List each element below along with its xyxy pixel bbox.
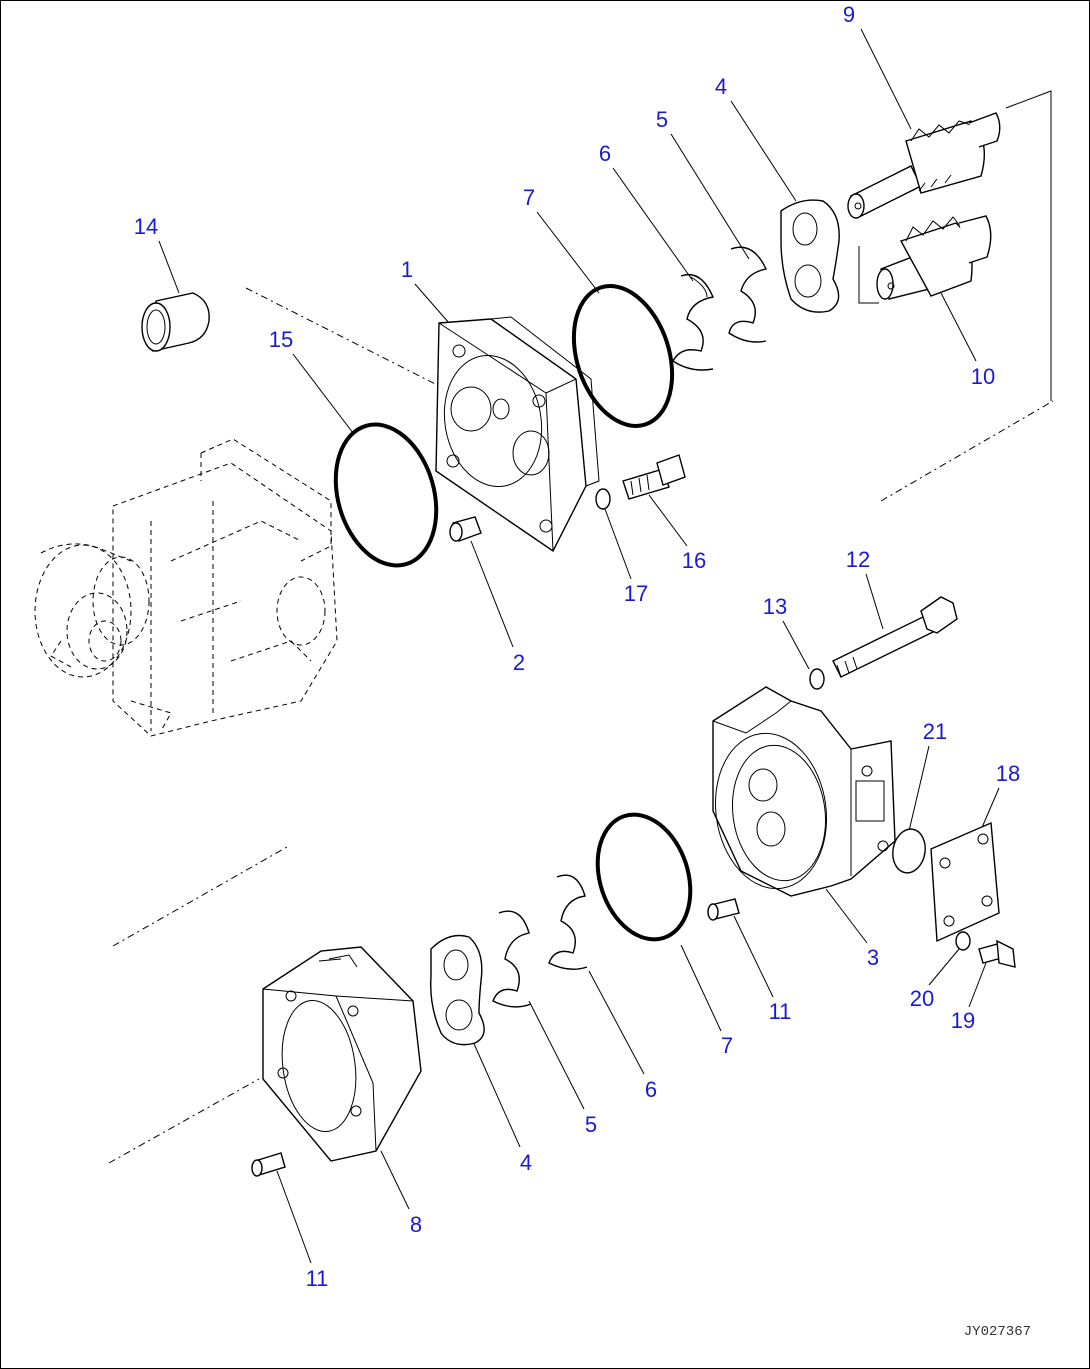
- callout-c14: 14: [133, 214, 159, 239]
- bushing-part-14: [141, 292, 210, 352]
- callout-c3: 3: [866, 945, 880, 970]
- o-ring-part-15: [333, 422, 439, 568]
- callout-c5b: 5: [584, 1112, 598, 1137]
- pump-assembly-outline: [34, 438, 338, 737]
- callout-c6a: 6: [598, 141, 612, 166]
- o-ring-part-7-top: [571, 284, 675, 428]
- callout-c9: 9: [842, 2, 856, 27]
- callout-c18: 18: [995, 761, 1021, 786]
- dowel-pin-part-11-left: [251, 1152, 286, 1177]
- seal-part-5-top: [728, 246, 768, 343]
- callout-c2: 2: [512, 650, 526, 675]
- callout-c17: 17: [623, 581, 649, 606]
- axis-lines: [108, 90, 1054, 1164]
- callout-c1: 1: [400, 257, 414, 282]
- callout-c13: 13: [762, 594, 788, 619]
- bolt-part-16: [622, 454, 686, 500]
- bolt-part-19: [978, 939, 1016, 968]
- drive-gear-part-9: [847, 112, 1001, 219]
- callout-c4a: 4: [714, 74, 728, 99]
- driven-gear-part-10: [876, 215, 992, 300]
- callout-c6b: 6: [644, 1077, 658, 1102]
- gasket-part-21: [892, 828, 926, 874]
- figure-code: JY027367: [963, 1324, 1031, 1340]
- cover-plate-part-18: [930, 821, 1000, 943]
- callout-c12: 12: [845, 547, 871, 572]
- washer-part-13: [809, 668, 825, 690]
- through-bolt-part-12: [832, 596, 958, 678]
- gear-housing-part-8: [262, 946, 422, 1162]
- callout-c20: 20: [909, 986, 935, 1011]
- callout-c19: 19: [950, 1008, 976, 1033]
- seal-part-5-bottom: [492, 910, 532, 1008]
- o-ring-part-7-bottom: [595, 812, 693, 942]
- callout-c15: 15: [268, 327, 294, 352]
- dowel-pin-part-11-right: [707, 898, 740, 921]
- callout-c8: 8: [409, 1212, 423, 1237]
- callout-c21: 21: [922, 719, 948, 744]
- side-plate-part-4-top: [780, 199, 840, 313]
- washer-part-17: [595, 488, 611, 510]
- end-cover-part-3: [712, 686, 896, 897]
- leader-lines: [158, 28, 1000, 1264]
- callout-c16: 16: [681, 548, 707, 573]
- seal-part-6-bottom: [548, 874, 588, 970]
- seal-part-6-top: [672, 273, 714, 371]
- callout-c10: 10: [970, 364, 996, 389]
- callout-c5a: 5: [655, 107, 669, 132]
- callout-c11b: 11: [305, 1266, 329, 1291]
- plate-part-1: [435, 316, 600, 553]
- dowel-pin-part-2: [449, 516, 482, 542]
- callout-c4b: 4: [519, 1150, 533, 1175]
- callout-c11a: 11: [768, 999, 792, 1024]
- washer-part-20: [955, 931, 971, 951]
- side-plate-part-4-bottom: [430, 934, 485, 1046]
- callout-c7a: 7: [522, 185, 536, 210]
- callout-c7b: 7: [720, 1033, 734, 1058]
